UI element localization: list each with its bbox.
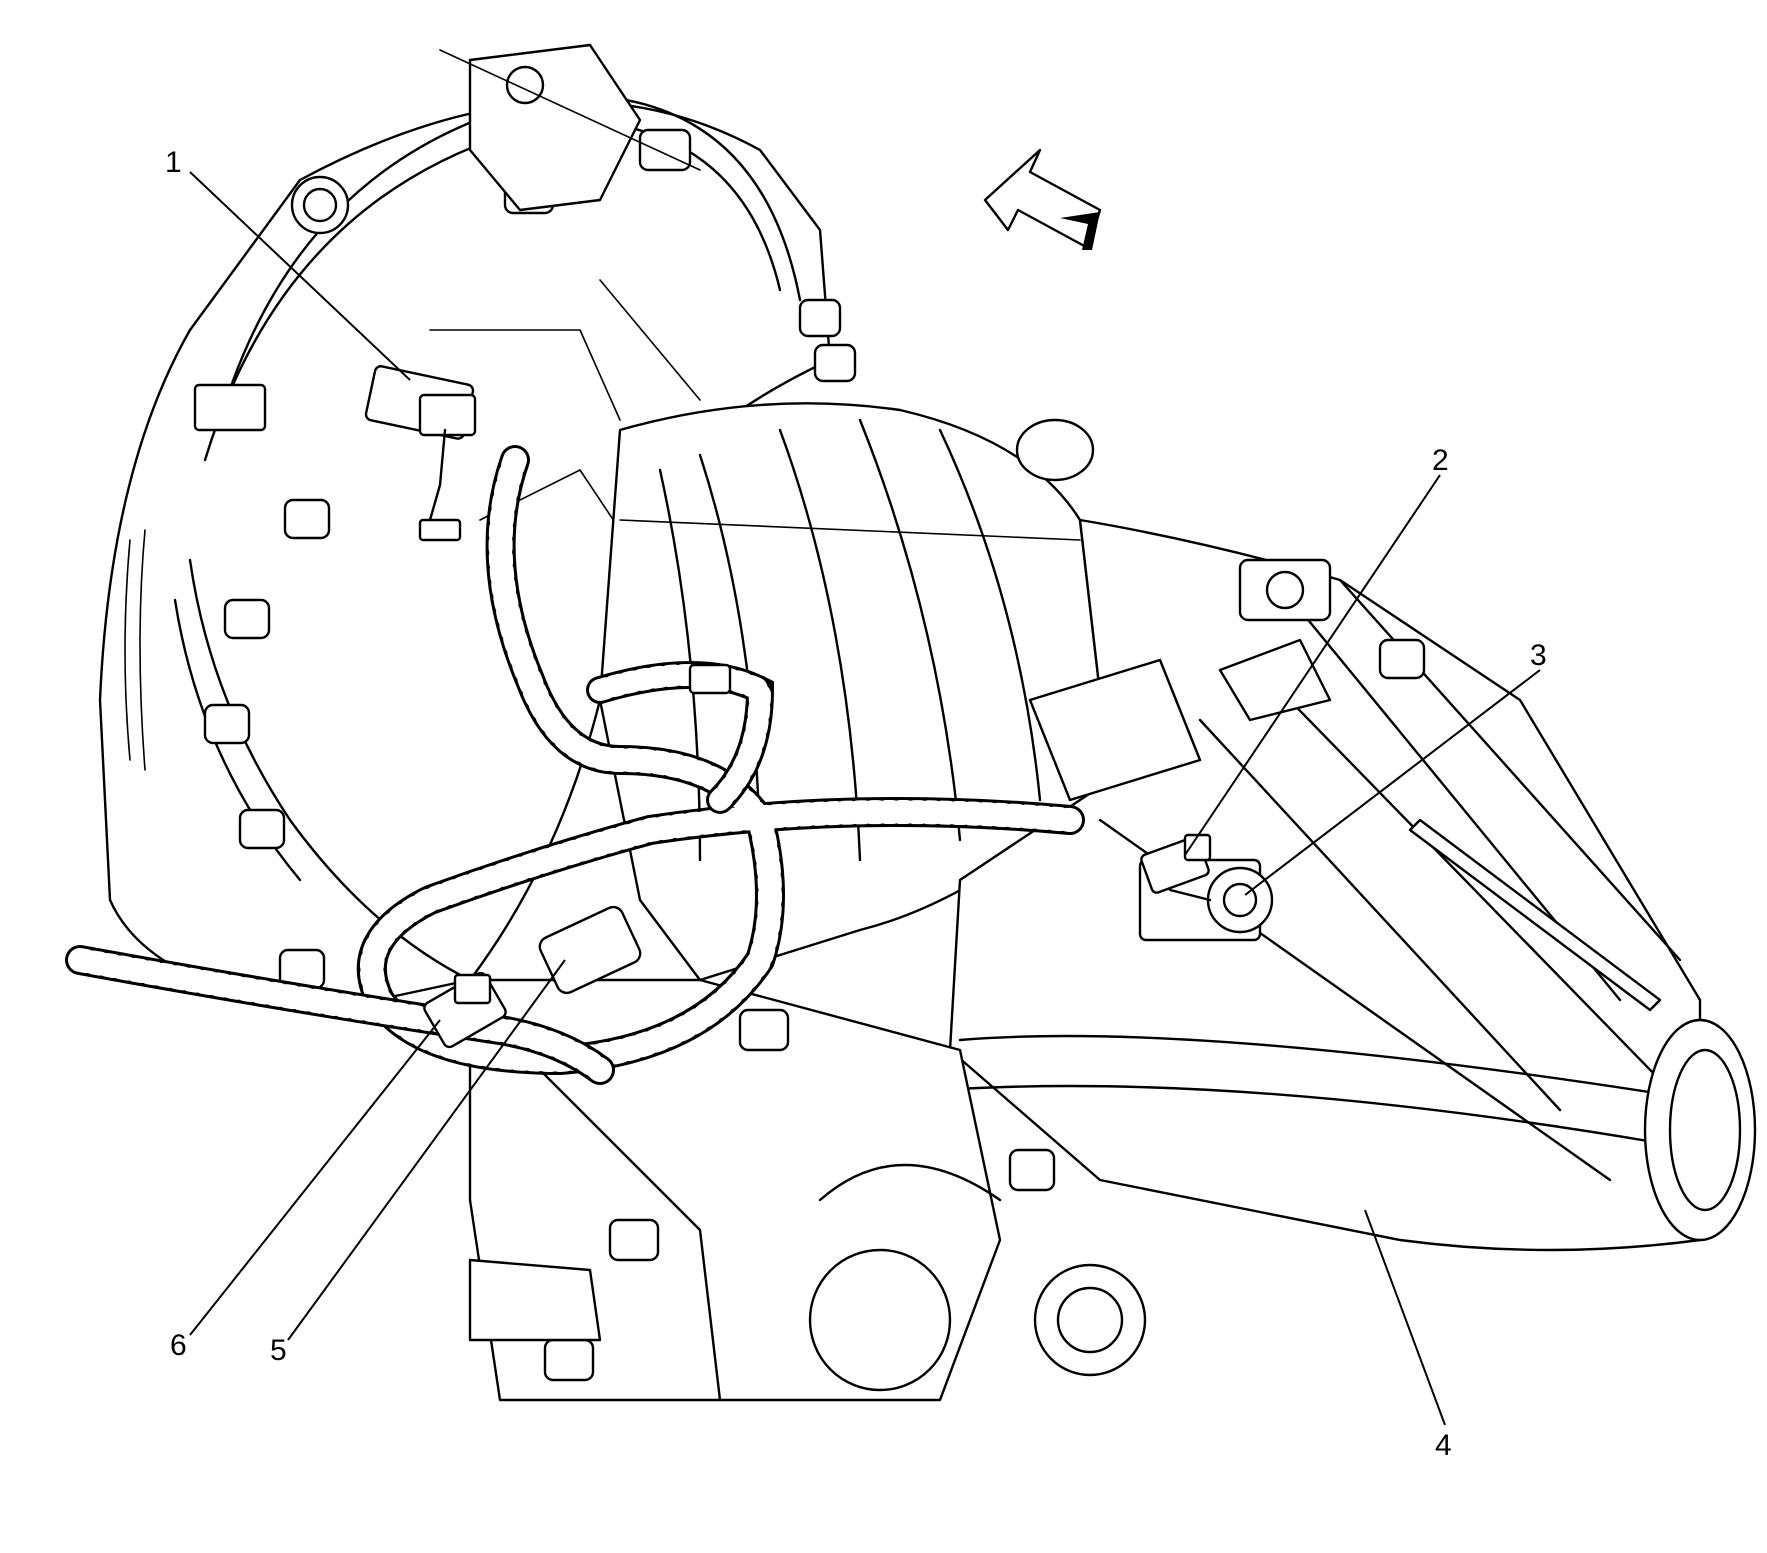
front-pump-cover	[439, 43, 701, 212]
wiring-harness	[65, 445, 1085, 1085]
callout-4: 4	[1435, 1429, 1452, 1462]
leader-lines	[189, 171, 1541, 1426]
lower-case	[468, 978, 1147, 1402]
main-case	[598, 402, 1112, 982]
callout-1: 1	[165, 146, 182, 179]
leader-line-5	[287, 959, 566, 1341]
callout-labels: 1 2 3 4 5 6	[165, 146, 1547, 1462]
callout-3: 3	[1530, 639, 1547, 672]
leader-line-4	[1364, 1209, 1446, 1426]
bell-housing	[98, 93, 857, 1012]
callout-6: 6	[170, 1329, 187, 1362]
callout-2: 2	[1432, 444, 1449, 477]
leader-line-1	[189, 171, 411, 381]
sensor-connectors	[364, 365, 1274, 1049]
leader-line-6	[189, 1019, 441, 1336]
callout-5: 5	[270, 1334, 287, 1367]
leader-line-2	[1184, 474, 1441, 856]
forward-direction-arrow-icon	[983, 148, 1102, 250]
leader-line-3	[1244, 669, 1541, 896]
